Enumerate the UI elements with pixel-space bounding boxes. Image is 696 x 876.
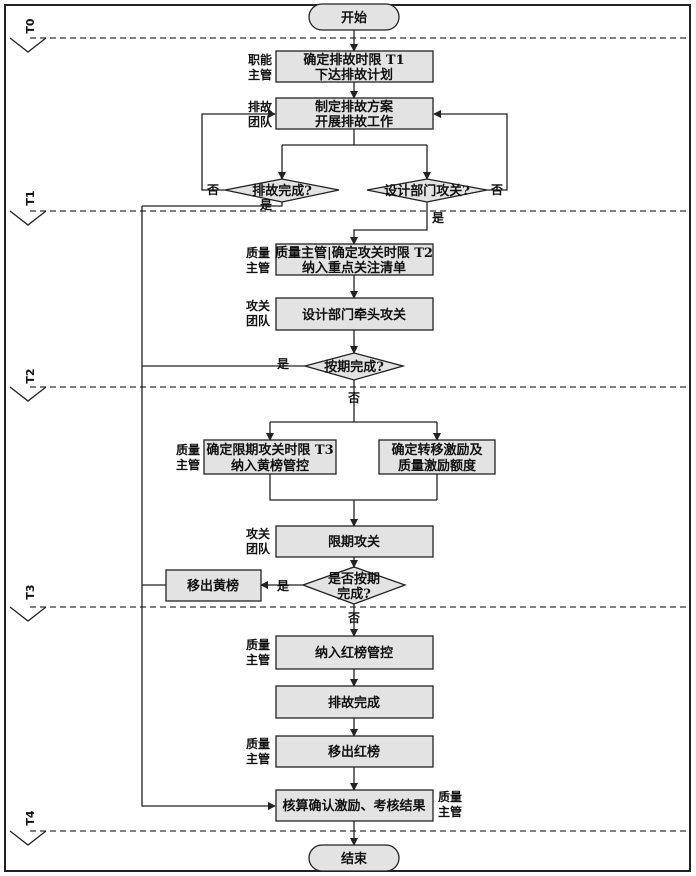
process-box-b3: 质量主管|确定攻关时限 T2 纳入重点关注清单 [275, 243, 434, 276]
start-terminal: 开始 [308, 3, 400, 31]
svg-text:纳入黄榜管控: 纳入黄榜管控 [231, 458, 309, 474]
role-label: 主管 [246, 751, 270, 766]
process-box-b12: 核算确认激励、考核结果 [275, 789, 434, 822]
edge-labels: 否 是 否 是 是 否 是 否 [206, 183, 503, 625]
svg-text:按期完成?: 按期完成? [324, 359, 384, 375]
process-box-b5: 确定限期攻关时限 T3 纳入黄榜管控 [203, 439, 337, 475]
start-label: 开始 [341, 10, 367, 26]
process-box-b8: 移出黄榜 [165, 569, 262, 602]
svg-text:开展排故工作: 开展排故工作 [315, 114, 393, 130]
edge-label-no: 否 [490, 183, 503, 197]
svg-text:制定排故方案: 制定排故方案 [315, 99, 394, 115]
phase-dividers [9, 37, 690, 846]
role-label: 主管 [246, 652, 270, 667]
role-label: 职能 [248, 52, 272, 67]
process-box-b4: 设计部门牵头攻关 [275, 297, 434, 331]
svg-text:纳入重点关注清单: 纳入重点关注清单 [302, 260, 406, 276]
phase-label-t1: T1 [24, 190, 37, 205]
svg-text:确定限期攻关时限 T3: 确定限期攻关时限 T3 [206, 442, 333, 458]
decision-d2: 设计部门攻关? [366, 178, 488, 203]
phase-label-t3: T3 [24, 584, 37, 599]
svg-text:确定排故时限 T1: 确定排故时限 T1 [303, 52, 404, 68]
edge-label-no: 否 [347, 391, 360, 405]
role-label: 团队 [248, 114, 273, 129]
svg-text:排故完成?: 排故完成? [252, 183, 312, 199]
process-box-b9: 纳入红榜管控 [275, 635, 434, 670]
edge-label-yes: 是 [276, 579, 290, 593]
decision-d1: 排故完成? [224, 178, 340, 203]
process-box-b10: 排故完成 [275, 685, 434, 719]
role-label: 攻关 [246, 526, 270, 541]
role-label: 主管 [248, 67, 272, 82]
process-box-b11: 移出红榜 [275, 735, 434, 768]
role-label: 主管 [438, 804, 462, 819]
role-label: 质量 [438, 789, 462, 804]
svg-text:是否按期: 是否按期 [327, 571, 380, 587]
svg-text:质量主管|确定攻关时限 T2: 质量主管|确定攻关时限 T2 [275, 245, 433, 261]
edge-label-yes: 是 [259, 198, 273, 212]
process-box-b6: 确定转移激励及 质量激励额度 [378, 439, 496, 475]
phase-label-t2: T2 [24, 368, 37, 383]
process-box-b2: 制定排故方案 开展排故工作 [275, 97, 434, 130]
svg-text:移出红榜: 移出红榜 [328, 744, 380, 760]
svg-text:纳入红榜管控: 纳入红榜管控 [315, 645, 393, 661]
connectors [141, 30, 508, 846]
svg-text:核算确认激励、考核结果: 核算确认激励、考核结果 [282, 798, 425, 814]
svg-text:移出黄榜: 移出黄榜 [187, 578, 239, 594]
svg-text:下达排故计划: 下达排故计划 [315, 67, 393, 83]
svg-text:确定转移激励及: 确定转移激励及 [391, 442, 483, 458]
svg-text:质量激励额度: 质量激励额度 [398, 458, 477, 474]
role-label: 质量 [246, 245, 270, 260]
phase-label-t4: T4 [24, 810, 37, 826]
svg-text:完成?: 完成? [337, 586, 371, 602]
process-box-b1: 确定排故时限 T1 下达排故计划 [275, 50, 434, 83]
svg-text:设计部门攻关?: 设计部门攻关? [384, 183, 470, 199]
role-label: 质量 [176, 442, 200, 457]
edge-label-yes: 是 [431, 211, 445, 225]
role-label: 质量 [246, 637, 270, 652]
end-terminal: 结束 [308, 844, 400, 872]
role-label: 主管 [246, 260, 270, 275]
decision-d3: 按期完成? [302, 352, 406, 381]
edge-label-no: 否 [206, 183, 219, 197]
svg-text:排故完成: 排故完成 [328, 695, 380, 711]
role-label: 攻关 [246, 298, 270, 313]
role-label: 团队 [246, 541, 271, 556]
edge-label-yes: 是 [276, 357, 290, 371]
decision-d4: 是否按期 完成? [301, 566, 407, 605]
process-box-b7: 限期攻关 [275, 525, 434, 558]
svg-text:设计部门牵头攻关: 设计部门牵头攻关 [302, 307, 406, 323]
phase-labels: T0 T1 T2 T3 T4 [24, 18, 37, 826]
svg-text:限期攻关: 限期攻关 [328, 534, 380, 550]
end-label: 结束 [341, 851, 368, 867]
role-label: 排故 [248, 99, 273, 114]
role-labels: 职能 主管 排故 团队 质量 主管 攻关 团队 质量 主管 攻关 团队 质量 主… [176, 52, 462, 819]
phase-label-t0: T0 [24, 18, 37, 34]
edge-label-no: 否 [347, 611, 360, 625]
role-label: 团队 [246, 313, 271, 328]
role-label: 质量 [246, 736, 270, 751]
role-label: 主管 [176, 457, 200, 472]
